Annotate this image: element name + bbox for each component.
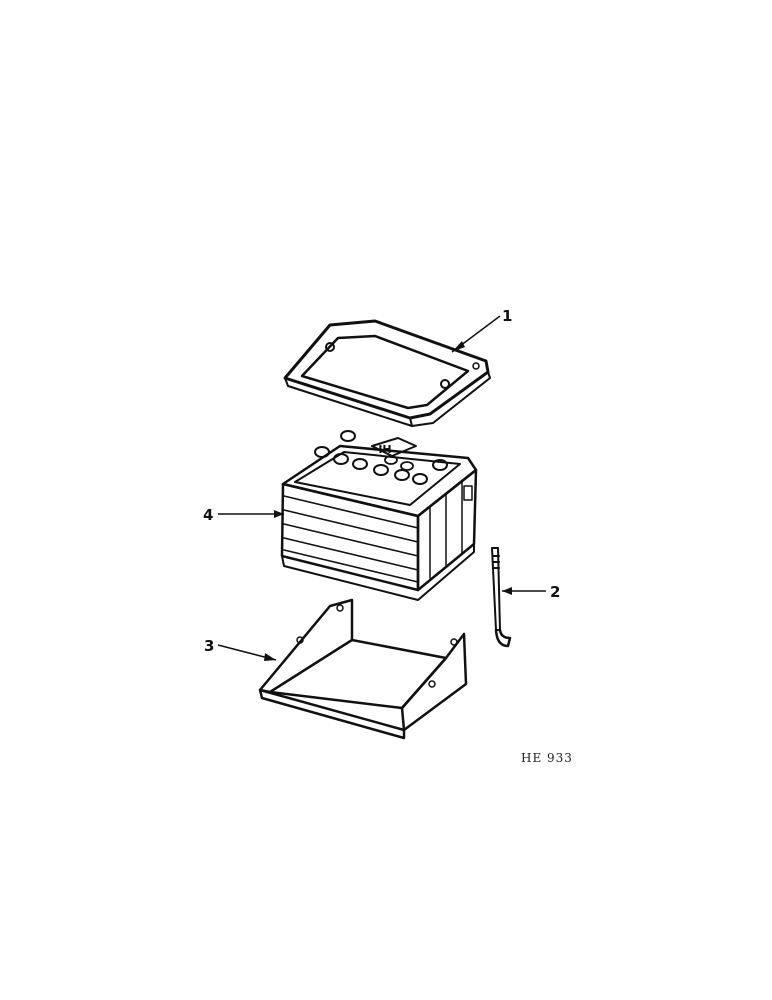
arrowhead-4 [274,510,284,518]
battery-logo-text: IH [378,443,391,456]
callout-2: 2 [550,583,560,601]
figure-reference-code: HE 933 [521,751,573,765]
leader-lines [217,315,546,661]
callout-4: 4 [203,506,213,524]
battery-tray [258,598,468,740]
arrowhead-3 [264,653,276,661]
arrowhead-2 [502,587,512,595]
battery: IH [280,430,478,601]
hold-down-frame [283,319,491,427]
callout-1: 1 [502,307,512,325]
battery-vent-caps [333,453,428,485]
arrowhead-1 [452,341,465,352]
callout-3: 3 [204,637,214,655]
battery-logo: IH [371,437,417,457]
hold-down-bolt [491,547,512,648]
battery-terminal-posts [314,430,448,471]
